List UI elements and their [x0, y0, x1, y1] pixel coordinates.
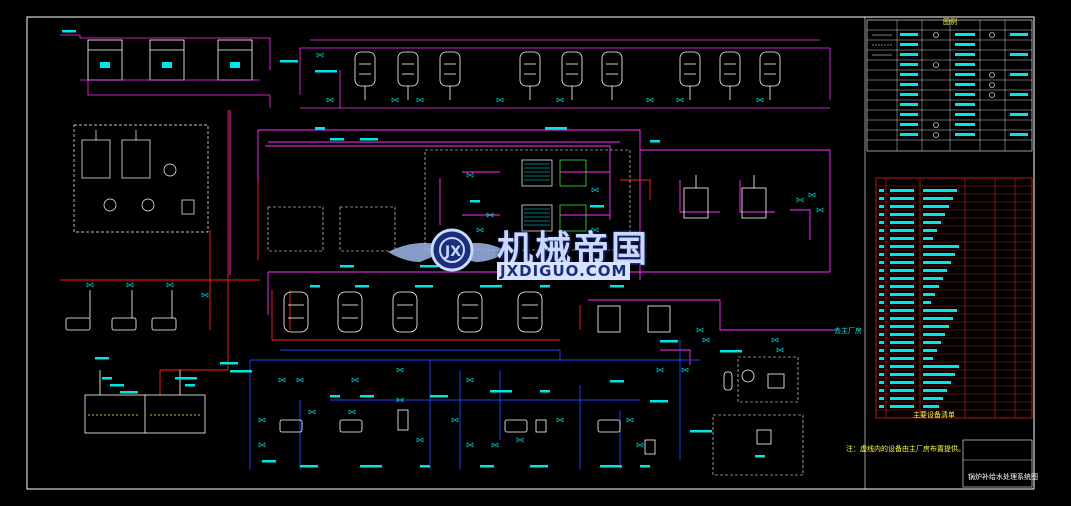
watermark-emblem: JX	[388, 228, 508, 272]
dosing-unit	[73, 124, 209, 233]
legend-heading: 图例	[943, 18, 957, 26]
raw-water-header	[60, 34, 271, 108]
flow-label-main-plant: 去主厂房	[834, 327, 862, 335]
line-number-tags	[62, 30, 765, 468]
raw-water-tanks	[87, 39, 253, 81]
top-filter-headers	[299, 39, 831, 109]
filter-bank-row-top	[354, 51, 781, 100]
drawing-title: 锅炉补给水处理系统图	[968, 473, 1038, 481]
drawing-frame-inner	[864, 16, 1035, 490]
legend-table	[866, 19, 1033, 152]
title-block	[962, 439, 1033, 488]
drawing-note: 注：虚线内的设备由主厂房布置提供。	[846, 445, 965, 453]
heat-exchangers	[521, 159, 587, 232]
equipment-list-table	[875, 177, 1033, 419]
svg-text:JX: JX	[444, 244, 461, 260]
bottom-equipment	[279, 369, 785, 455]
main-pipe-network	[229, 110, 840, 365]
blue-pipe-network	[249, 340, 700, 470]
dashed-enclosures	[267, 149, 804, 476]
intermediate-tanks	[597, 175, 767, 333]
clear-water-tanks	[84, 370, 206, 434]
pump-row-left	[65, 290, 177, 331]
watermark-en-text: JXDIGUO.COM	[497, 262, 631, 280]
ion-exchanger-row	[282, 291, 544, 341]
valves-instruments	[86, 52, 824, 448]
equipment-list-heading: 主要设备清单	[913, 411, 955, 419]
